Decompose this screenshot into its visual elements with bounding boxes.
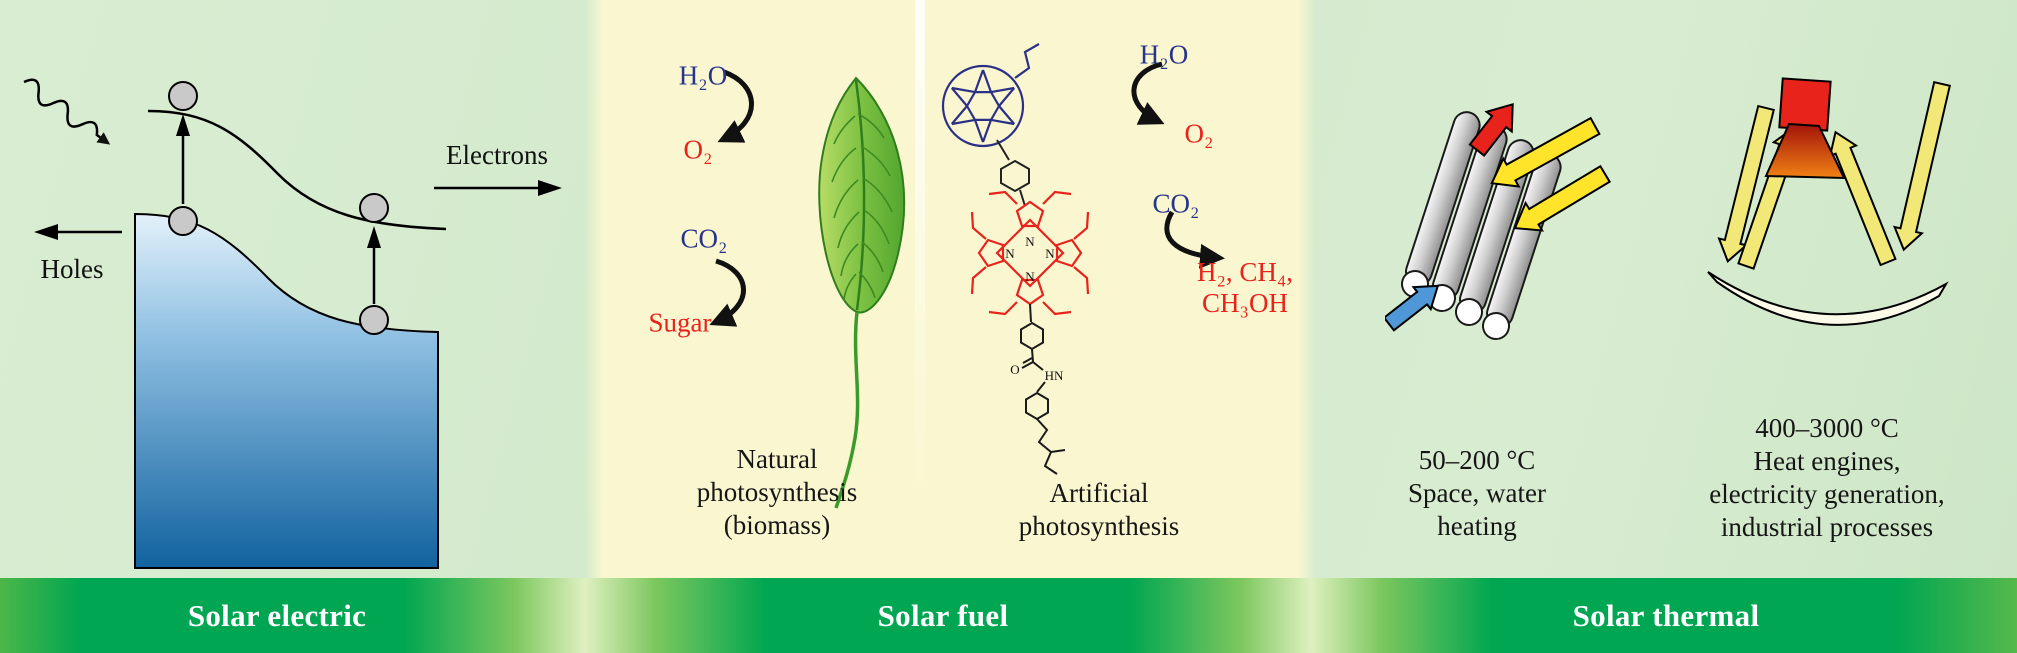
artificial-photosynthesis-molecule: N N N N O HN: [941, 43, 1090, 475]
semiconductor-block: [134, 212, 439, 569]
co2-to-fuels-arrow-icon: [1164, 210, 1225, 269]
cold-input-arrow-icon: [1385, 284, 1440, 332]
artificial-o2-label: O₂: [1184, 118, 1214, 149]
alkyl-chain: O HN: [1010, 303, 1066, 475]
collector-tubes: [1401, 111, 1562, 340]
products-line-2: CH₃OH: [1202, 288, 1288, 318]
artificial-co2-label: CO₂: [1152, 188, 1200, 219]
artificial-products-label: H₂, CH₄, CH₃OH: [1197, 257, 1293, 319]
caption-line: electricity generation,: [1709, 478, 1945, 509]
porphyrin-icon: N N N N: [970, 190, 1090, 316]
up-arrowhead: [367, 226, 381, 248]
artificial-h2o-label: H₂O: [1139, 39, 1189, 70]
caption-line: industrial processes: [1720, 511, 1934, 542]
electron-excitation-left: [168, 81, 198, 236]
leaf-illustration: [818, 76, 906, 509]
porphyrin-n-label: N: [1005, 246, 1015, 261]
hot-output-arrow-icon: [1468, 102, 1514, 157]
banner-label-solar-electric: Solar electric: [187, 597, 367, 633]
photon-wavy-arrow-icon: [23, 78, 111, 145]
electrons-label: Electrons: [446, 140, 548, 170]
porphyrin-n-label: N: [1025, 234, 1035, 249]
panel-divider: [915, 0, 925, 578]
caption-line: Space, water: [1408, 477, 1546, 508]
flat-collector-caption: 50–200 °C Space, water heating: [1352, 444, 1602, 543]
porphyrin-n-label: N: [1045, 246, 1055, 261]
caption-line: Heat engines,: [1753, 445, 1901, 476]
caption-line: 50–200 °C: [1418, 445, 1536, 475]
concentrator-caption: 400–3000 °C Heat engines, electricity ge…: [1650, 412, 2004, 544]
electron-circle: [168, 81, 198, 111]
caption-line: Natural: [736, 444, 818, 474]
leaf-veins: [831, 113, 893, 301]
caption-line: photosynthesis: [1018, 510, 1180, 541]
leaf-stem: [834, 311, 860, 509]
up-arrowhead: [176, 114, 190, 136]
conduction-band-curve: [147, 109, 447, 231]
products-line-1: H₂, CH₄,: [1196, 257, 1294, 287]
co2-to-sugar-arrow-icon: [709, 258, 746, 327]
natural-h2o-label: H₂O: [678, 60, 728, 91]
holes-label: Holes: [41, 254, 104, 284]
caption-line: photosynthesis: [696, 476, 858, 507]
concentrating-collector: [1707, 77, 1951, 326]
natural-sugar-label: Sugar: [648, 307, 712, 338]
h2o-to-o2-arrow-icon: [717, 69, 754, 143]
evacuated-tube-collector: [1385, 102, 1612, 340]
category-banner: Solar electric Solar fuel Solar thermal: [0, 578, 2017, 653]
mirror-dish: [1707, 271, 1949, 326]
electron-excitation-right: [359, 193, 389, 335]
natural-photosynthesis-caption: Natural photosynthesis (biomass): [640, 443, 914, 542]
receiver-cone: [1764, 122, 1846, 180]
electron-circle: [359, 193, 389, 223]
h2o-to-o2-arrow-icon: [1131, 61, 1165, 125]
banner-label-solar-fuel: Solar fuel: [877, 597, 1009, 633]
porphyrin-n-label: N: [1025, 269, 1035, 284]
leaf-midrib: [854, 79, 866, 311]
sunlight-arrow-icon: [1513, 164, 1612, 232]
hole-circle: [359, 305, 389, 335]
receiver-box: [1778, 77, 1832, 132]
natural-co2-label: CO₂: [680, 223, 728, 254]
band-diagram: Electrons Holes: [23, 78, 562, 569]
electrons-flow-arrow-icon: [434, 180, 562, 196]
artificial-photosynthesis-caption: Artificial photosynthesis: [962, 477, 1236, 543]
fullerene-icon: [941, 43, 1040, 148]
hole-circle: [168, 206, 198, 236]
banner-label-solar-thermal: Solar thermal: [1572, 597, 1760, 633]
amide-o-label: O: [1010, 362, 1019, 377]
natural-o2-label: O₂: [683, 134, 713, 165]
solar-fuel-panel-background: [585, 0, 1316, 578]
caption-line: (biomass): [723, 509, 831, 540]
caption-line: 400–3000 °C: [1755, 413, 1899, 443]
caption-line: Artificial: [1049, 478, 1149, 508]
amide-nh-label: HN: [1045, 368, 1064, 383]
caption-line: heating: [1437, 510, 1517, 541]
sunlight-arrow-icon: [1490, 116, 1601, 188]
holes-flow-arrow-icon: [34, 224, 122, 240]
linker-phenyl: [996, 139, 1030, 207]
